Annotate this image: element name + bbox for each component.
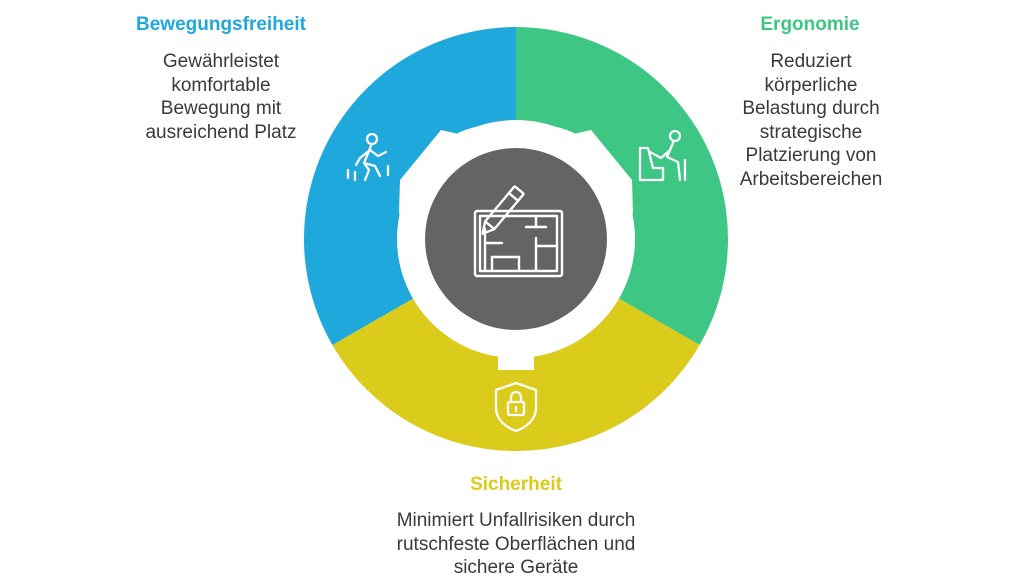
walking-person-icon [346, 132, 390, 182]
safety-desc-line: rutschfeste Oberflächen und [396, 533, 636, 555]
movement-desc-line: komfortable [171, 74, 271, 96]
ergonomics-desc-line: Belastung durch [742, 98, 880, 119]
ergonomics-title: Ergonomie [760, 14, 860, 35]
safety-desc-line: Minimiert Unfallrisiken durch [396, 510, 636, 531]
ergonomics-desc-line: körperliche [764, 74, 858, 96]
safety-title: Sicherheit [470, 474, 562, 495]
movement-title: Bewegungsfreiheit [136, 14, 306, 35]
ergonomics-desc-line: Platzierung von [745, 145, 877, 166]
floor-plan-pencil-icon [473, 185, 564, 278]
center-disk [425, 148, 607, 330]
ergonomics-desc-line: Reduziert [770, 51, 852, 72]
movement-desc-line: Bewegung mit [160, 98, 282, 119]
movement-description: Gewährleistet komfortable Bewegung mit a… [126, 50, 316, 144]
shield-lock-icon [494, 381, 538, 433]
movement-desc-line: ausreichend Platz [145, 121, 297, 143]
person-at-desk-icon [638, 129, 687, 182]
ergonomics-description: Reduziert körperliche Belastung durch st… [716, 50, 906, 191]
ergonomics-desc-line: Arbeitsbereichen [739, 168, 883, 190]
safety-description: Minimiert Unfallrisiken durch rutschfest… [362, 509, 670, 580]
ergonomics-desc-line: strategische [759, 121, 863, 143]
safety-desc-line: sichere Geräte [453, 557, 579, 578]
movement-desc-line: Gewährleistet [162, 51, 280, 72]
